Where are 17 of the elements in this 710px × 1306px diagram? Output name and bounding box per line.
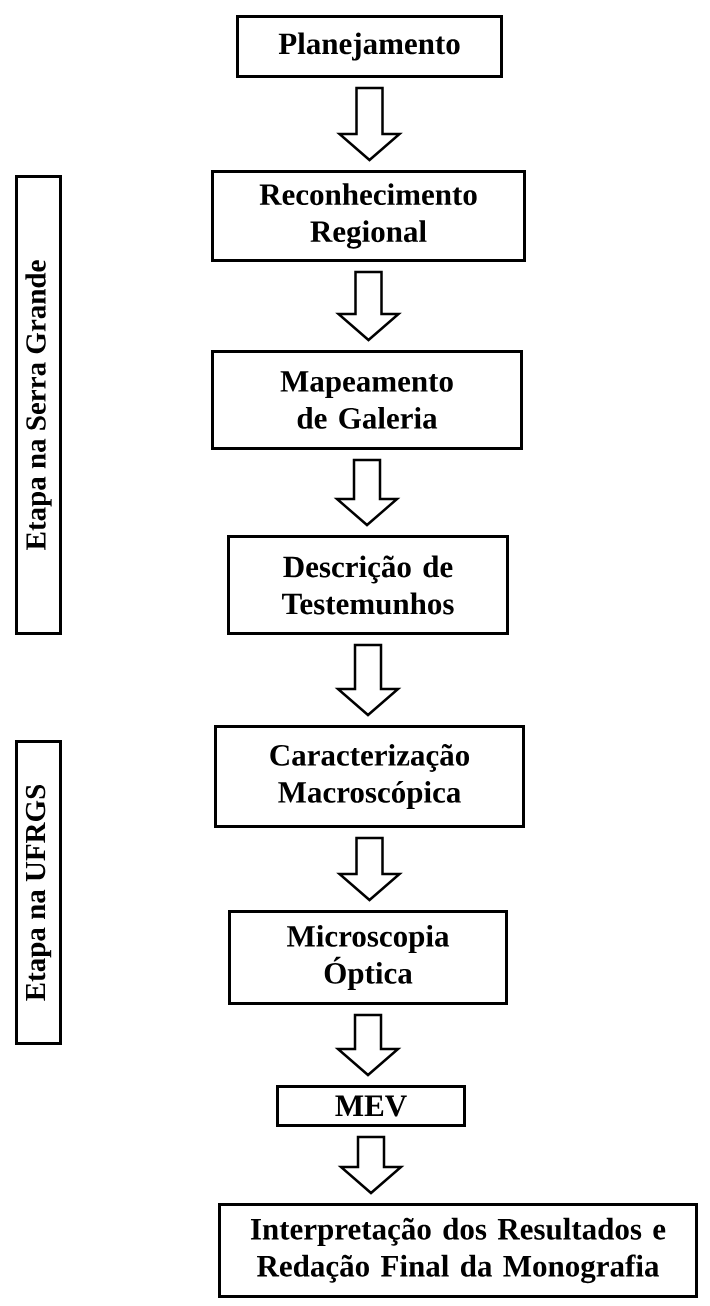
block-arrow [333,458,401,527]
stage-band: Etapa na Serra Grande [15,175,62,635]
stage-band: Etapa na UFRGS [15,740,62,1045]
block-arrow [337,1135,405,1195]
process-box: Descrição de Testemunhos [227,535,509,635]
process-box: Reconhecimento Regional [211,170,526,262]
process-box: Planejamento [236,15,503,78]
block-arrow [334,643,402,717]
block-arrow [336,836,403,902]
process-box: Interpretação dos Resultados e Redação Final da Monografia [218,1203,698,1298]
process-box: Mapeamento de Galeria [211,350,523,450]
block-arrow [334,1013,402,1077]
process-box: MEV [276,1085,466,1127]
block-arrow [336,86,403,162]
process-box: Microscopia Óptica [228,910,508,1005]
block-arrow [335,270,402,342]
process-box: Caracterização Macroscópica [214,725,525,828]
